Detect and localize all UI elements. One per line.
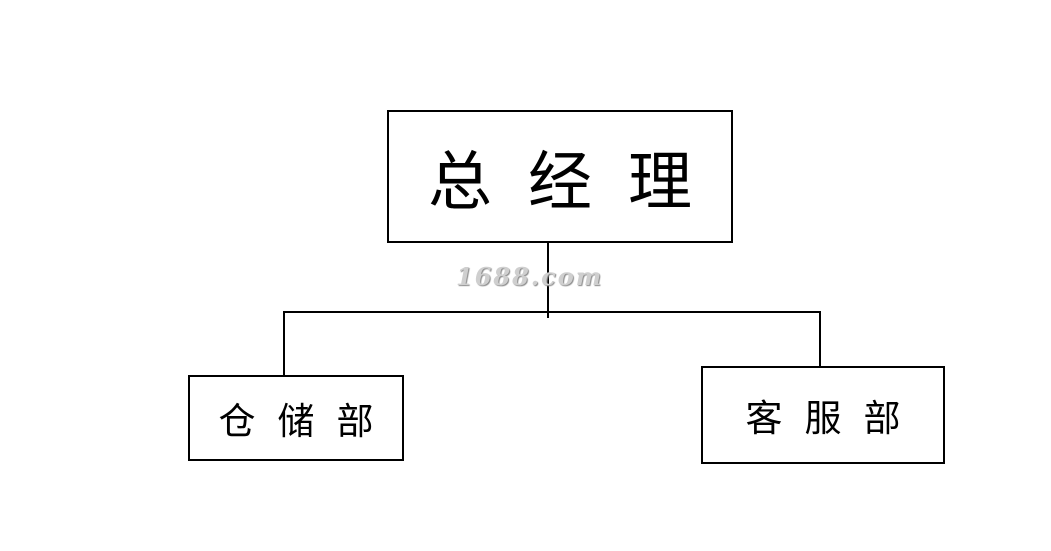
connector-left-down — [283, 311, 285, 375]
node-customer-service-dept: 客服部 — [701, 366, 945, 464]
node-general-manager: 总经理 — [387, 110, 733, 243]
node-storage-dept: 仓储部 — [188, 375, 404, 461]
connector-root-down — [547, 243, 549, 318]
node-customer-service-dept-label: 客服部 — [745, 397, 923, 440]
node-storage-dept-label: 仓储部 — [218, 400, 396, 443]
connector-right-down — [819, 311, 821, 366]
node-general-manager-label: 总经理 — [428, 145, 728, 220]
connector-horizontal — [283, 311, 821, 313]
watermark: 1688.com — [456, 262, 604, 291]
